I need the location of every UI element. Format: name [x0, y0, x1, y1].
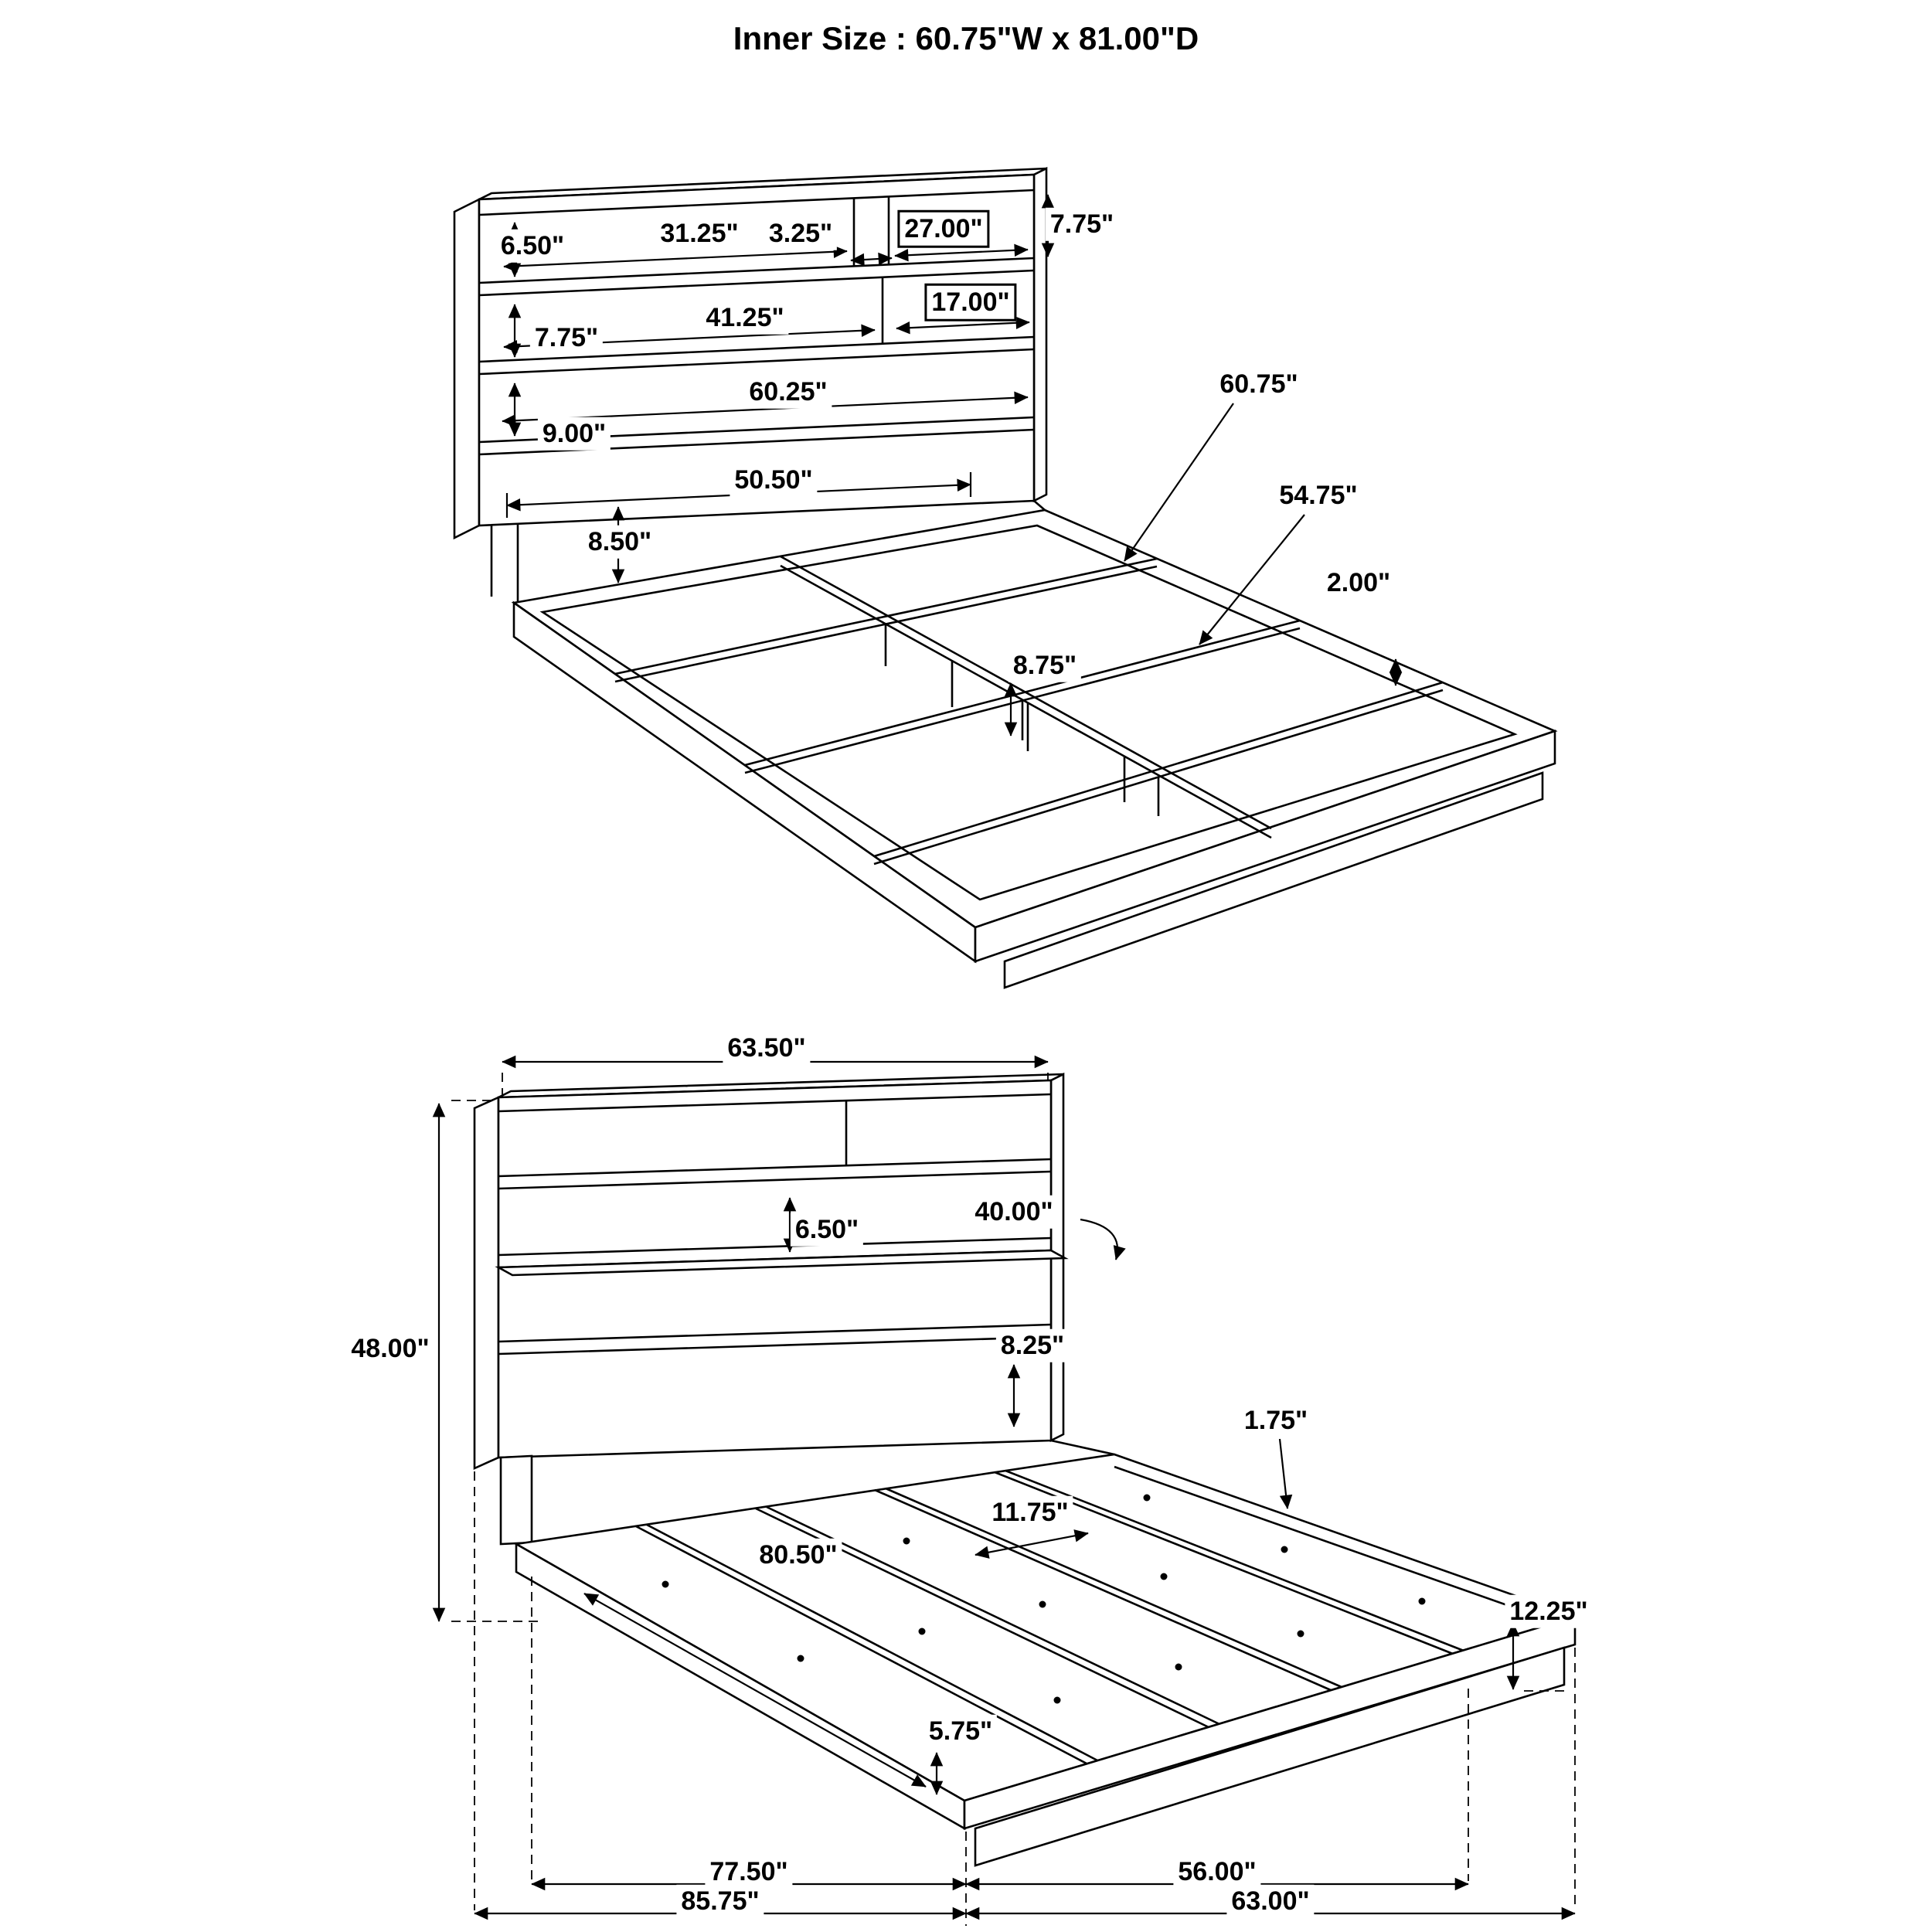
dim-bottom-shelf-height: 9.00" — [537, 417, 611, 451]
front-view-drawing — [432, 1055, 1579, 1926]
dim-plank-spacing: 11.75" — [987, 1495, 1073, 1529]
dim-frame-length-inner: 77.50" — [705, 1855, 793, 1889]
dim-right-shelf-height: 7.75" — [1045, 207, 1119, 241]
dim-shelf-opening-height: 6.50" — [790, 1213, 864, 1247]
dim-leg-gap-height: 8.50" — [583, 525, 657, 559]
dim-middle-shelf-width: 41.25" — [701, 301, 789, 335]
dim-rail-lip-height: 2.00" — [1321, 566, 1396, 600]
dim-base-inner-width: 50.50" — [730, 463, 818, 497]
dim-right-cubby2-width: 17.00" — [924, 283, 1017, 321]
dim-headboard-inner-width: 60.25" — [744, 375, 832, 409]
dim-support-leg-height: 8.75" — [1008, 648, 1082, 682]
dim-top-shelf-width: 31.25" — [655, 216, 743, 250]
page-title: Inner Size : 60.75"W x 81.00"D — [733, 20, 1199, 56]
bed-frame — [511, 509, 1558, 989]
dim-headboard-deck-gap: 8.25" — [995, 1328, 1070, 1362]
dim-headboard-height: 48.00" — [346, 1332, 434, 1366]
dim-base-lip-height: 5.75" — [923, 1714, 998, 1748]
dim-shelf-opening-width: 40.00" — [970, 1195, 1058, 1229]
dim-slat-rail-length: 60.75" — [1215, 367, 1303, 401]
dim-right-cubby-width: 27.00" — [897, 209, 990, 248]
dim-top-shelf-height: 6.50" — [495, 229, 570, 263]
dim-frame-length-overall: 85.75" — [676, 1884, 764, 1918]
dim-middle-shelf-height: 7.75" — [529, 321, 604, 355]
dim-slat-rail-length-2: 54.75" — [1274, 478, 1362, 512]
dim-frame-width-overall: 63.00" — [1226, 1884, 1315, 1918]
perspective-view-drawing — [453, 166, 1558, 989]
dim-frame-width-inner: 56.00" — [1173, 1855, 1261, 1889]
dim-shelf-divider-gap: 3.25" — [764, 216, 838, 250]
dim-headboard-width: 63.50" — [723, 1031, 811, 1065]
dim-deck-length: 80.50" — [754, 1538, 842, 1572]
slat-support-rails — [614, 555, 1444, 866]
dim-footboard-height: 12.25" — [1505, 1594, 1593, 1628]
dim-side-rail-lip: 1.75" — [1239, 1403, 1313, 1437]
